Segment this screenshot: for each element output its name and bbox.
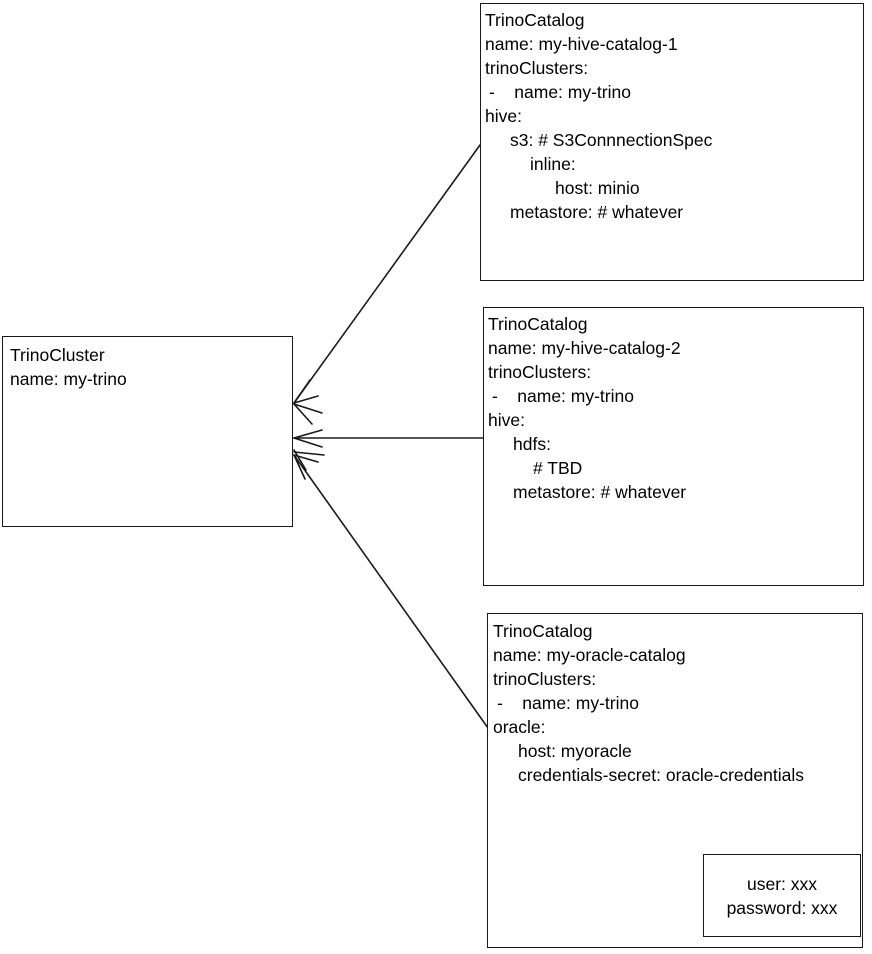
catalog-line: credentials-secret: oracle-credentials — [518, 765, 804, 785]
catalog-line: hdfs: — [513, 434, 551, 454]
catalog-line: name: my-oracle-catalog — [493, 645, 686, 665]
edge-hive-2-to-cluster — [293, 429, 484, 448]
node-trino-cluster[interactable]: TrinoCluster name: my-trino — [2, 336, 293, 527]
edge-oracle-arrowhead-extra — [293, 449, 325, 471]
catalog-line: TrinoCatalog — [493, 621, 593, 641]
catalog-line: inline: — [530, 154, 576, 174]
node-catalog-oracle[interactable]: TrinoCatalog name: my-oracle-catalog tri… — [487, 613, 863, 948]
cluster-line: TrinoCluster — [10, 345, 105, 365]
catalog-line: trinoClusters: — [488, 362, 592, 382]
catalog-oracle-body: TrinoCatalog name: my-oracle-catalog tri… — [488, 614, 862, 787]
node-credentials-secret[interactable]: user: xxx password: xxx — [703, 854, 861, 937]
catalog-line: trinoClusters: — [485, 58, 589, 78]
catalog-line: metastore: # whatever — [510, 202, 684, 222]
catalog-line: host: myoracle — [518, 741, 632, 761]
catalog-line: - name: my-trino — [489, 82, 631, 102]
catalog-line: hive: — [488, 410, 525, 430]
catalog-hive-1-body: TrinoCatalog name: my-hive-catalog-1 tri… — [481, 4, 863, 224]
catalog-line: name: my-hive-catalog-1 — [485, 34, 678, 54]
node-catalog-hive-2[interactable]: TrinoCatalog name: my-hive-catalog-2 tri… — [483, 307, 864, 586]
catalog-line: name: my-hive-catalog-2 — [488, 338, 681, 358]
secret-line: password: xxx — [726, 897, 838, 918]
catalog-line: - name: my-trino — [492, 386, 634, 406]
node-catalog-hive-1[interactable]: TrinoCatalog name: my-hive-catalog-1 tri… — [480, 3, 864, 281]
catalog-line: host: minio — [555, 178, 640, 198]
catalog-line: metastore: # whatever — [513, 482, 687, 502]
catalog-line: TrinoCatalog — [485, 10, 585, 30]
edge-hive-1-arrowhead-extra — [293, 403, 323, 425]
edge-hive-1-to-cluster — [293, 144, 481, 404]
catalog-line: trinoClusters: — [493, 669, 597, 689]
catalog-line: s3: # S3ConnnectionSpec — [510, 130, 713, 150]
catalog-line: TrinoCatalog — [488, 314, 588, 334]
edge-oracle-to-cluster — [293, 454, 489, 729]
catalog-line: oracle: — [493, 717, 546, 737]
catalog-hive-2-body: TrinoCatalog name: my-hive-catalog-2 tri… — [484, 308, 863, 504]
catalog-line: # TBD — [533, 458, 583, 478]
trino-cluster-body: TrinoCluster name: my-trino — [3, 337, 292, 391]
catalog-line: hive: — [485, 106, 522, 126]
secret-line: user: xxx — [746, 873, 818, 894]
catalog-line: - name: my-trino — [497, 693, 639, 713]
cluster-line: name: my-trino — [10, 369, 127, 389]
